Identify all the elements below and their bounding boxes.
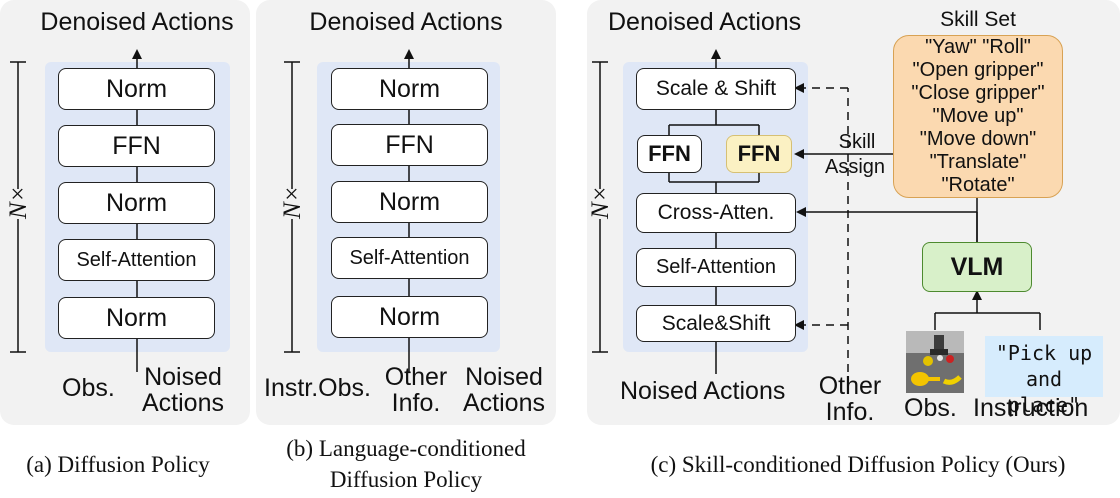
panel-b-block-self-attention: Self-Attention bbox=[331, 237, 488, 279]
panel-a-block-norm-mid: Norm bbox=[58, 182, 215, 224]
skill-set-box: "Yaw" "Roll" "Open gripper" "Close gripp… bbox=[893, 35, 1063, 198]
instruction-line1: "Pick up bbox=[995, 341, 1093, 365]
instruction-text-box: "Pick up and place" bbox=[985, 336, 1103, 417]
panel-b-output-label: Denoised Actions bbox=[309, 8, 503, 36]
panel-c-caption: (c) Skill-conditioned Diffusion Policy (… bbox=[650, 452, 1066, 477]
panel-c-input-noised-actions: Noised Actions bbox=[620, 377, 786, 405]
panel-c-block-ffn-shared: FFN bbox=[637, 135, 702, 173]
panel-a-output-label: Denoised Actions bbox=[40, 8, 234, 36]
panel-c-input-other-line1: Other bbox=[818, 372, 882, 400]
panel-a-input-noised-line2: Actions bbox=[142, 389, 224, 417]
skill-set-title: Skill Set bbox=[940, 8, 1016, 31]
panel-a-block-ffn: FFN bbox=[58, 125, 215, 167]
skill-assign-label-line2: Assign bbox=[824, 156, 886, 178]
vlm-block: VLM bbox=[922, 242, 1032, 292]
panel-a-input-noised-line1: Noised bbox=[144, 363, 222, 391]
panel-b-input-instr-obs: Instr.Obs. bbox=[264, 374, 371, 402]
panel-a-block-norm-top: Norm bbox=[58, 68, 215, 110]
skill-item: "Translate" bbox=[929, 151, 1027, 173]
panel-c-input-obs: Obs. bbox=[904, 394, 957, 422]
panel-b-input-noised-line2: Actions bbox=[463, 389, 545, 417]
panel-b-caption-line1: (b) Language-conditioned bbox=[286, 436, 526, 461]
skill-item: "Open gripper" bbox=[912, 59, 1044, 81]
panel-c-repeat-label: N× bbox=[587, 185, 615, 219]
panel-b-input-other-line1: Other bbox=[384, 363, 448, 391]
instruction-line2: and place" bbox=[1007, 367, 1081, 417]
skill-assign-label-line1: Skill bbox=[838, 131, 876, 153]
observation-image bbox=[906, 331, 964, 393]
panel-a-block-self-attention: Self-Attention bbox=[58, 239, 215, 281]
panel-c-output-label: Denoised Actions bbox=[608, 8, 802, 36]
skill-item: "Rotate" bbox=[941, 174, 1015, 196]
skill-item: "Move down" bbox=[919, 128, 1037, 150]
panel-b-block-norm-mid: Norm bbox=[331, 181, 488, 223]
panel-c-block-cross-atten: Cross-Atten. bbox=[636, 193, 796, 233]
panel-b-block-norm-top: Norm bbox=[331, 68, 488, 110]
panel-c-input-other-line2: Info. bbox=[825, 398, 875, 426]
panel-c-input-instruction: Instruction bbox=[973, 394, 1089, 422]
panel-c-block-scale-shift-bottom: Scale&Shift bbox=[636, 305, 796, 342]
skill-item: "Move up" bbox=[932, 105, 1024, 127]
panel-c-block-self-attention: Self-Attention bbox=[636, 248, 796, 287]
skill-item: "Yaw" "Roll" bbox=[925, 36, 1031, 58]
panel-b-repeat-label: N× bbox=[279, 185, 307, 219]
panel-a-repeat-label: N× bbox=[5, 185, 33, 219]
skill-item: "Close gripper" bbox=[911, 82, 1045, 104]
panel-c-block-scale-shift-top: Scale & Shift bbox=[636, 68, 796, 110]
panel-b-block-ffn: FFN bbox=[331, 124, 488, 166]
panel-b-block-norm-bottom: Norm bbox=[331, 296, 488, 338]
panel-b-input-other-line2: Info. bbox=[391, 389, 441, 417]
panel-b-caption-line2: Diffusion Policy bbox=[329, 467, 483, 492]
panel-c-block-ffn-skill: FFN bbox=[726, 135, 792, 173]
panel-b-input-noised-line1: Noised bbox=[465, 363, 543, 391]
panel-a-caption: (a) Diffusion Policy bbox=[26, 452, 210, 477]
panel-a-input-obs: Obs. bbox=[62, 374, 115, 402]
panel-a-block-norm-bottom: Norm bbox=[58, 297, 215, 339]
